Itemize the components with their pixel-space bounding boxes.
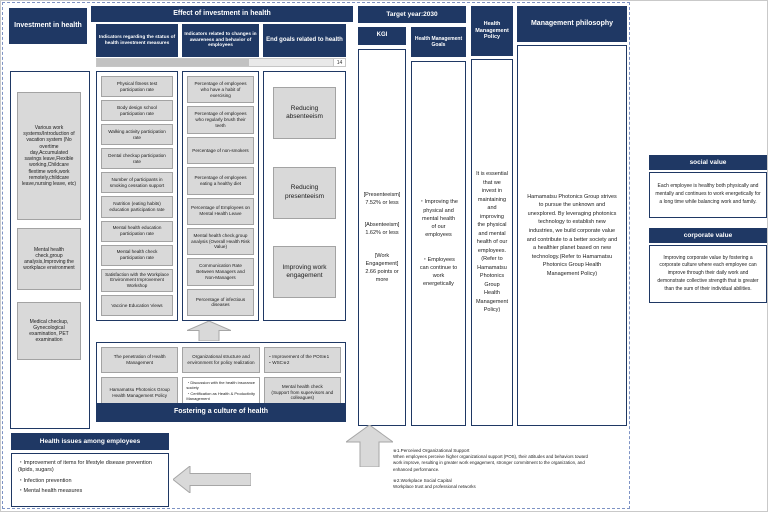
social-value-text: Each employee is healthy both physically… — [655, 183, 761, 205]
end-goal-item: Reducing presenteeism — [273, 166, 336, 219]
health-issue-item: ・Mental health measures — [18, 488, 83, 495]
health-goal-item: ・Employees can continue to work energeti… — [419, 256, 458, 288]
behavior-indicators-header: Indicators related to changes in awarene… — [182, 24, 259, 57]
indicator-item: Body design school participation rate — [101, 100, 173, 122]
end-goals-header: End goals related to health — [263, 24, 346, 57]
indicator-item: Percentage of employees who regularly br… — [187, 106, 254, 134]
target-year-header: Target year:2030 — [358, 6, 466, 23]
investment-header: Investment in health — [9, 8, 87, 44]
indicator-item: Physical fitness test participation rate — [101, 76, 173, 98]
status-indicators-header: Indicators regarding the status of healt… — [96, 24, 178, 57]
health-issue-item: ・Infection prevention — [18, 477, 72, 484]
footnote-title: ※2.Workplace Social Capital — [393, 478, 452, 484]
social-value-panel: Each employee is healthy both physically… — [649, 172, 767, 218]
health-goal-item: ・Improving the physical and mental healt… — [419, 199, 458, 239]
culture-panel: The penetration of Health Management Org… — [96, 342, 346, 422]
indicator-item: Satisfaction with the Workplace Environm… — [101, 268, 173, 292]
indicator-item: Percentage of employees who have a habit… — [187, 76, 254, 104]
status-indicators-panel: Physical fitness test participation rate… — [96, 71, 178, 321]
kgi-item: [Presenteeism] 7.52% or less — [363, 191, 401, 206]
behavior-indicators-panel: Percentage of employees who have a habit… — [182, 71, 259, 321]
kgi-panel: [Presenteeism] 7.52% or less [Absenteeism… — [358, 49, 406, 426]
indicator-item: Mental health education participation ra… — [101, 220, 173, 242]
indicator-item: Percentage of Employees on Mental Health… — [187, 197, 254, 225]
end-goal-item: Improving work engagement — [273, 246, 336, 298]
indicator-item: Communication Rate Between Managers and … — [187, 258, 254, 286]
footnote-title: ※1.Perceived Organizational Support — [393, 448, 470, 453]
end-goal-item: Reducing absenteeism — [273, 87, 336, 139]
culture-item: ・Improvement of the POS※1 ・WSC※2 — [263, 347, 341, 373]
investment-item: Mental health check,group analysis,Impro… — [17, 228, 81, 290]
indicator-item: Dental checkup participation rate — [101, 148, 173, 170]
philosophy-panel: Hamamatsu Photonics Group strives to pur… — [517, 45, 627, 426]
social-value-header: social value — [649, 155, 767, 170]
corporate-value-panel: Improving corporate value by fostering a… — [649, 245, 767, 303]
horizontal-scrollbar[interactable]: 14 — [96, 58, 346, 67]
left-arrow-icon — [173, 466, 251, 493]
health-issue-item: ・Improvement of items for lifestyle dise… — [18, 460, 152, 474]
kgi-item: [Absenteeism] 1.62% or less — [364, 222, 400, 237]
culture-item: Organizational structure and environment… — [182, 347, 260, 373]
indicator-item: Percentage of employees eating a healthy… — [187, 167, 254, 195]
philosophy-text: Hamamatsu Photonics Group strives to pur… — [526, 193, 618, 277]
policy-text: It is essential that we invest in mainta… — [475, 171, 509, 314]
footnotes: ※1.Perceived Organizational Support When… — [393, 448, 591, 491]
health-goals-panel: ・Improving the physical and mental healt… — [411, 61, 466, 426]
indicator-item: Vaccine Education Views — [101, 294, 173, 317]
indicator-item: Walking activity participation rate — [101, 124, 173, 146]
kgi-header: KGI — [358, 27, 406, 45]
philosophy-header: Management philosophy — [517, 6, 627, 42]
indicator-item: Number of participants in smoking cessat… — [101, 172, 173, 194]
indicator-item: Nutrition (eating habits) education part… — [101, 196, 173, 218]
health-issues-header: Health issues among employees — [11, 433, 169, 450]
footnote-text: Workplace trust and professional network… — [393, 484, 476, 490]
indicator-item: Mental health check,group analysis (Over… — [187, 227, 254, 256]
big-up-arrow-icon — [346, 425, 393, 467]
scrollbar-thumb[interactable] — [97, 59, 249, 66]
policy-panel: It is essential that we invest in mainta… — [471, 59, 513, 426]
scrollbar-badge: 14 — [333, 58, 346, 67]
up-arrow-icon — [187, 321, 231, 341]
indicator-item: Percentage of non-smokers — [187, 136, 254, 165]
footnote-text: When employees perceive higher organizat… — [393, 454, 589, 472]
effect-header: Effect of investment in health — [91, 6, 353, 22]
policy-header: Health Management Policy — [471, 6, 513, 56]
dashed-frame — [2, 2, 630, 509]
kgi-item: [Work Engagement] 2.66 points or more — [365, 252, 399, 284]
health-issues-panel: ・Improvement of items for lifestyle dise… — [11, 453, 169, 507]
investment-item: Medical checkup, Gynecological examinati… — [17, 302, 81, 360]
culture-item: The penetration of Health Management — [101, 347, 179, 373]
culture-grid: The penetration of Health Management Org… — [101, 347, 341, 412]
corporate-value-text: Improving corporate value by fostering a… — [657, 254, 759, 292]
corporate-value-header: corporate value — [649, 228, 767, 243]
investment-item: Various work systems/Introduction of vac… — [17, 92, 81, 220]
culture-title: Fostering a culture of health — [97, 403, 345, 421]
investment-panel: Various work systems/Introduction of vac… — [10, 71, 90, 429]
indicator-item: Mental health check participation rate — [101, 244, 173, 266]
health-goals-header: Health Management Goals — [411, 27, 466, 57]
indicator-item: Percentage of infectious diseases — [187, 288, 254, 316]
